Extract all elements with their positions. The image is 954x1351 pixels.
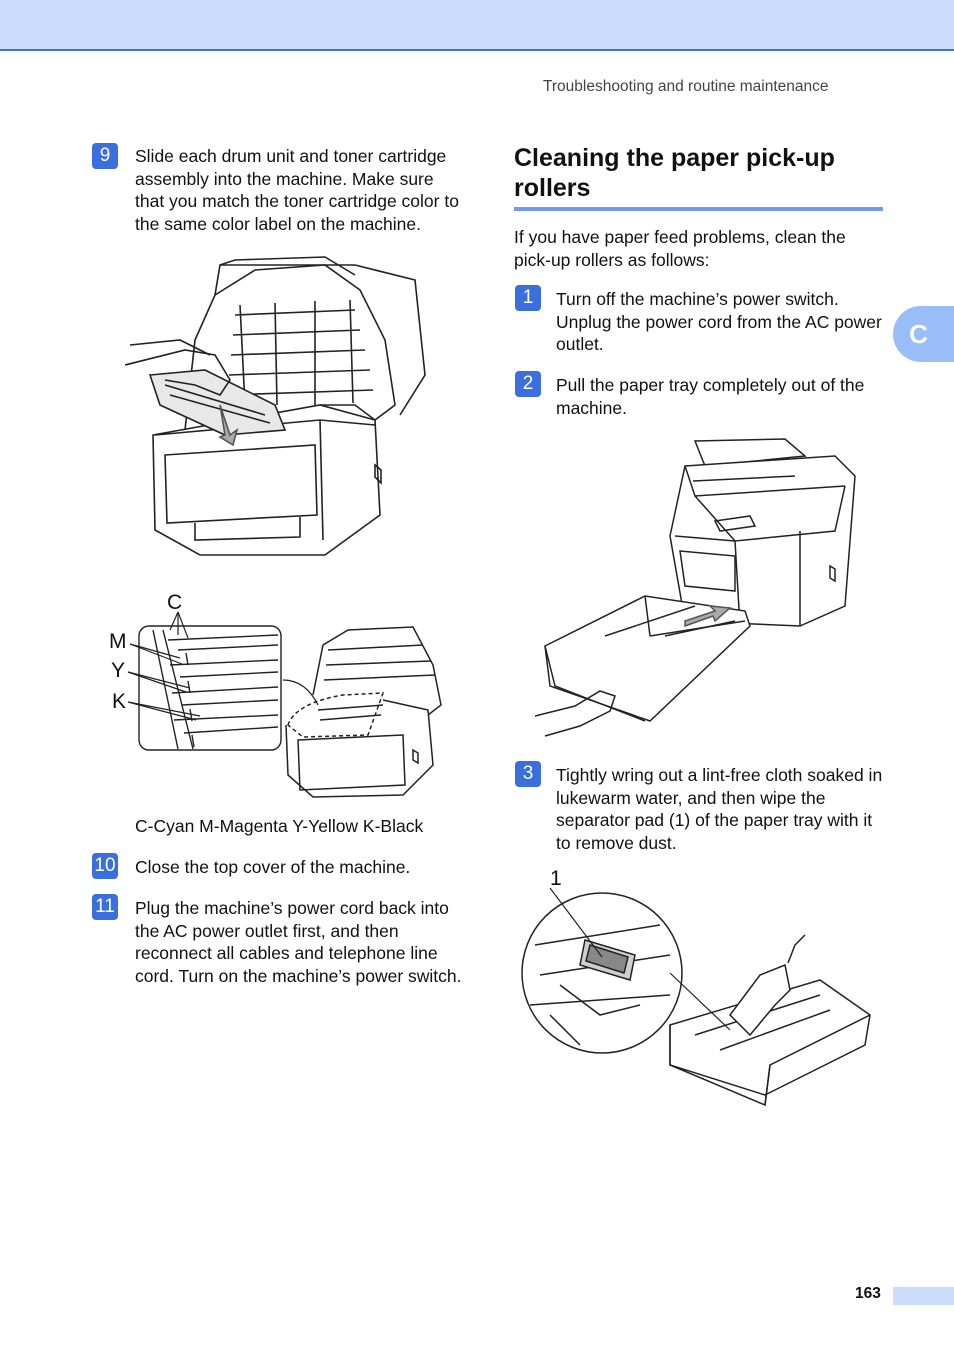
title-rule xyxy=(514,207,883,211)
label-black: K xyxy=(112,690,127,713)
top-header-band xyxy=(0,0,954,51)
label-magenta: M xyxy=(109,630,127,653)
step-3-text: Tightly wring out a lint-free cloth soak… xyxy=(556,765,883,853)
paper-tray-removal-illustration xyxy=(535,436,860,741)
page-number-bar xyxy=(893,1287,954,1305)
section-title: Cleaning the paper pick-up rollers xyxy=(514,144,835,202)
label-cyan: C xyxy=(167,591,183,614)
step-badge-1: 1 xyxy=(515,285,541,311)
step-badge-9: 9 xyxy=(92,143,118,169)
label-yellow: Y xyxy=(111,659,126,682)
step-badge-3: 3 xyxy=(515,761,541,787)
callout-separator-pad: 1 xyxy=(550,867,562,890)
step-11-text: Plug the machine’s power cord back into … xyxy=(135,898,462,986)
step-2-text: Pull the paper tray completely out of th… xyxy=(556,375,865,418)
running-header: Troubleshooting and routine maintenance xyxy=(543,78,829,95)
step-1-text: Turn off the machine’s power switch. Unp… xyxy=(556,289,882,354)
color-caption: C-Cyan M-Magenta Y-Yellow K-Black xyxy=(135,816,424,836)
color-leader-lines xyxy=(127,611,201,721)
step-badge-10: 10 xyxy=(92,853,118,879)
chapter-tab: C xyxy=(893,306,954,362)
step-10-text: Close the top cover of the machine. xyxy=(135,857,411,877)
step-badge-2: 2 xyxy=(515,371,541,397)
drum-insert-illustration xyxy=(125,255,430,560)
section-intro: If you have paper feed problems, clean t… xyxy=(514,227,846,270)
step-badge-11: 11 xyxy=(92,894,118,920)
page-number: 163 xyxy=(855,1285,881,1302)
separator-pad-cleaning-illustration xyxy=(520,885,880,1110)
step-9-text: Slide each drum unit and toner cartridge… xyxy=(135,146,459,234)
printer-open-top-illustration xyxy=(283,625,445,803)
